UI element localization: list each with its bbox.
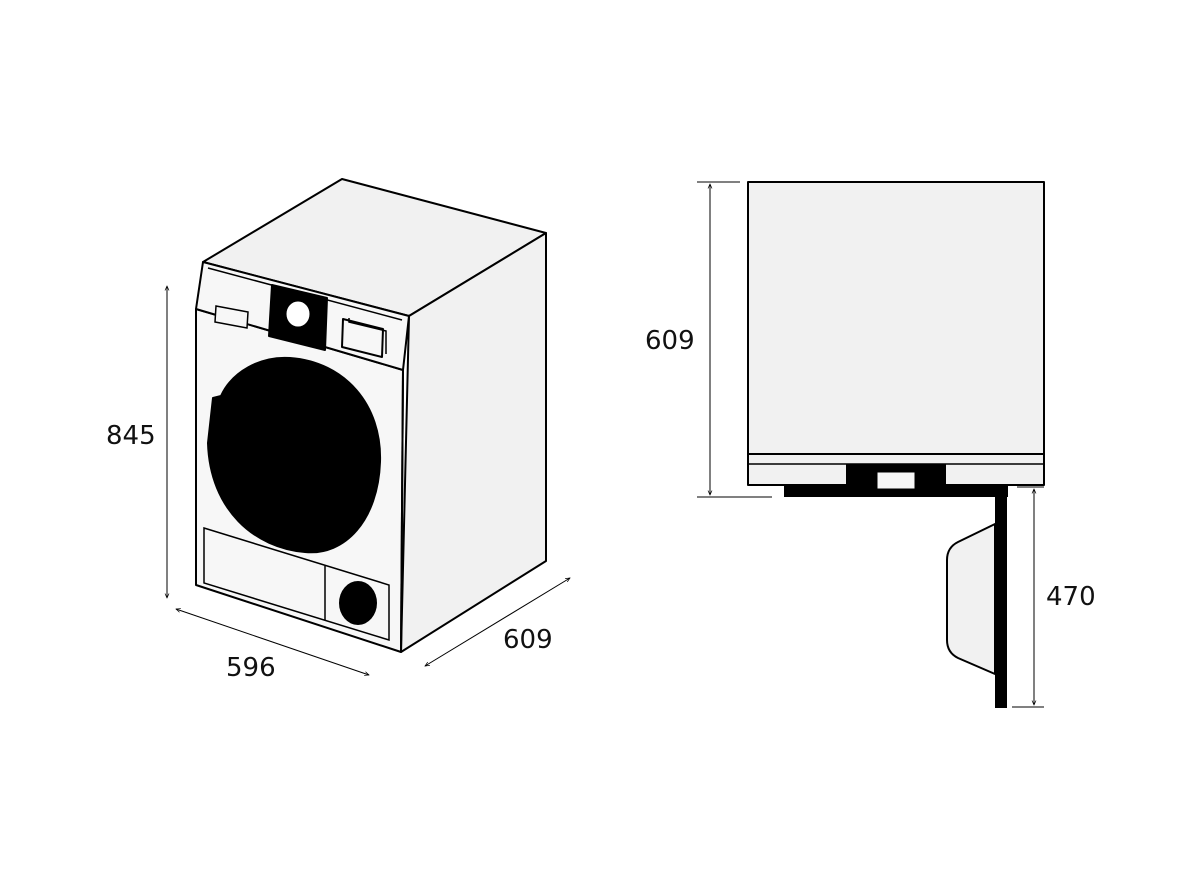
door-height-label: 470: [1046, 582, 1096, 612]
height-dimension: 845: [106, 286, 167, 598]
display-trim: [348, 318, 387, 354]
drum-door: [207, 356, 382, 554]
filter-cap-icon: [339, 581, 377, 625]
depth-dimension: 609: [425, 578, 570, 666]
open-door: [946, 523, 996, 675]
width-label: 596: [226, 653, 276, 683]
dryer-side-face: [400, 232, 547, 653]
height-label: 845: [106, 421, 156, 451]
width-dimension: 596: [176, 609, 369, 683]
door-post: [995, 485, 1007, 708]
water-tank-drawer: [214, 305, 249, 329]
side-depth-dimension: 609: [645, 181, 772, 498]
dryer-side-view: [747, 181, 1045, 708]
program-dial-icon: [286, 301, 310, 327]
depth-label: 609: [503, 625, 553, 655]
dryer-isometric-view: [195, 178, 547, 653]
side-center-window: [876, 471, 916, 490]
side-depth-label: 609: [645, 326, 695, 356]
side-body: [747, 181, 1045, 455]
front-edge: [400, 369, 404, 653]
door-height-dimension: 470: [1012, 486, 1096, 708]
